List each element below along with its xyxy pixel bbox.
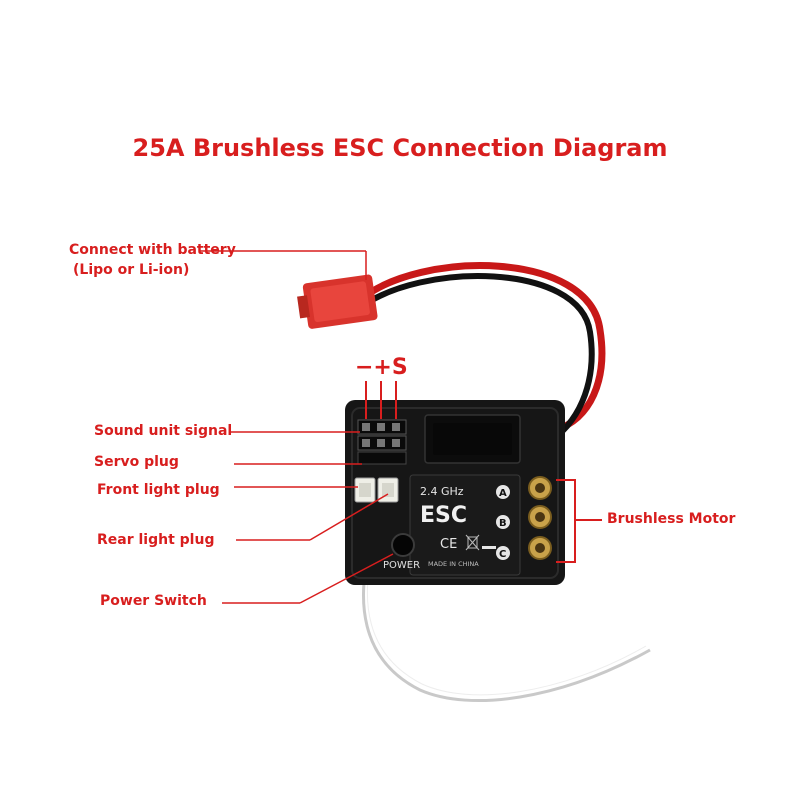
battery-label-line1: Connect with battery [69, 242, 236, 258]
rear-light-leader-diag [309, 493, 389, 541]
port-a-marker: A [496, 485, 510, 499]
light-plugs [354, 477, 399, 503]
motor-terminal-b [528, 505, 552, 529]
antenna-wire [362, 539, 651, 703]
front-light-label: Front light plug [97, 482, 220, 498]
power-button[interactable] [391, 533, 415, 557]
esc-ce-mark: CE [440, 537, 457, 552]
rear-light-label: Rear light plug [97, 532, 215, 548]
port-b-marker: B [496, 515, 510, 529]
header-pins [357, 419, 407, 465]
diagram-title: 25A Brushless ESC Connection Diagram [132, 134, 668, 162]
sound-unit-label: Sound unit signal [94, 423, 233, 439]
weee-bin-icon [465, 534, 480, 551]
esc-board-edge [351, 407, 559, 579]
power-switch-label: Power Switch [100, 593, 207, 609]
svg-text:C: C [499, 549, 506, 560]
power-text: POWER [383, 560, 420, 571]
motor-terminal-c [528, 536, 552, 560]
motor-terminal-a [528, 476, 552, 500]
battery-label-line2: (Lipo or Li-ion) [73, 262, 190, 278]
battery-connector [297, 274, 378, 329]
made-in-text: MADE IN CHINA [428, 560, 479, 568]
svg-text:A: A [499, 488, 507, 499]
esc-label-plate [409, 474, 521, 576]
esc-name-text: ESC [420, 503, 467, 528]
servo-plug-label: Servo plug [94, 454, 179, 470]
esc-bar-mark [482, 546, 496, 549]
antenna-wire-highlight [366, 544, 647, 696]
esc-freq-text: 2.4 GHz [420, 485, 464, 498]
brushless-motor-label: Brushless Motor [607, 511, 736, 527]
power-leader-diag [299, 553, 394, 604]
svg-text:B: B [499, 518, 507, 529]
battery-cable-red [357, 262, 606, 434]
pin-symbols-label: −+S [355, 355, 408, 380]
port-c-marker: C [496, 546, 510, 560]
battery-cable-black [358, 273, 595, 443]
pin-guide-lines [365, 381, 397, 419]
